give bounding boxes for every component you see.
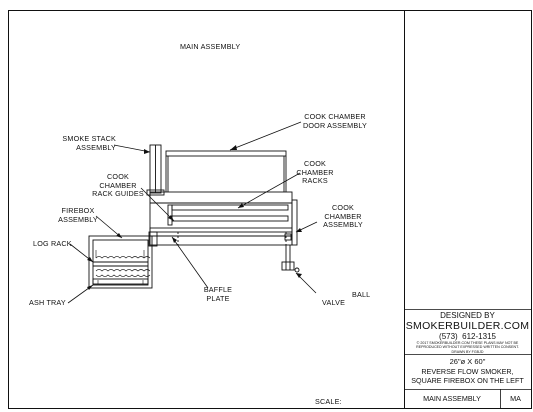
callout-firebox: FIREBOX ASSEMBLY bbox=[58, 206, 98, 224]
sheet-code: MA bbox=[510, 394, 521, 403]
callout-cook-chamber-racks: COOK CHAMBER RACKS bbox=[296, 159, 334, 185]
smoker-model: 26"ø X 60" bbox=[449, 357, 486, 366]
callout-valve: VALVE bbox=[322, 298, 346, 307]
ash-tray bbox=[92, 278, 149, 286]
callout-cook-chamber-door: COOK CHAMBER DOOR ASSEMBLY bbox=[303, 112, 367, 130]
scale-label: SCALE: bbox=[315, 397, 342, 406]
company-phone: (573) 612-1315 bbox=[439, 332, 496, 341]
cook-chamber bbox=[149, 191, 298, 246]
sheet-name: MAIN ASSEMBLY bbox=[423, 394, 481, 403]
company-name: SMOKERBUILDER.COM bbox=[405, 320, 530, 332]
callout-baffle-plate: BAFFLE PLATE bbox=[203, 285, 233, 303]
callout-rack-guides: COOK CHAMBER RACK GUIDES bbox=[92, 172, 144, 198]
callout-ball: BALL bbox=[352, 290, 371, 299]
leader-arrowheads bbox=[87, 145, 302, 290]
firebox bbox=[88, 231, 158, 289]
drain-valve bbox=[281, 245, 300, 273]
smoker-description: REVERSE FLOW SMOKER, SQUARE FIREBOX ON T… bbox=[411, 367, 524, 385]
sheet-border bbox=[8, 10, 532, 409]
callout-smoke-stack: SMOKE STACK ASSEMBLY bbox=[62, 134, 116, 152]
callout-cook-chamber: COOK CHAMBER ASSEMBLY bbox=[323, 203, 363, 229]
copyright-notice: © 2017 SMOKERBUILDER.COM THESE PLANS MAY… bbox=[416, 341, 519, 354]
drawing-title: MAIN ASSEMBLY bbox=[180, 42, 241, 51]
callout-log-rack: LOG RACK bbox=[33, 239, 72, 248]
smoker-assembly bbox=[88, 144, 300, 289]
valve-ball bbox=[294, 267, 300, 273]
cook-chamber-door bbox=[165, 150, 287, 192]
leader-lines bbox=[67, 121, 318, 304]
designed-by-label: DESIGNED BY bbox=[440, 311, 495, 320]
callout-ash-tray: ASH TRAY bbox=[29, 298, 66, 307]
smoke-stack bbox=[146, 144, 165, 196]
